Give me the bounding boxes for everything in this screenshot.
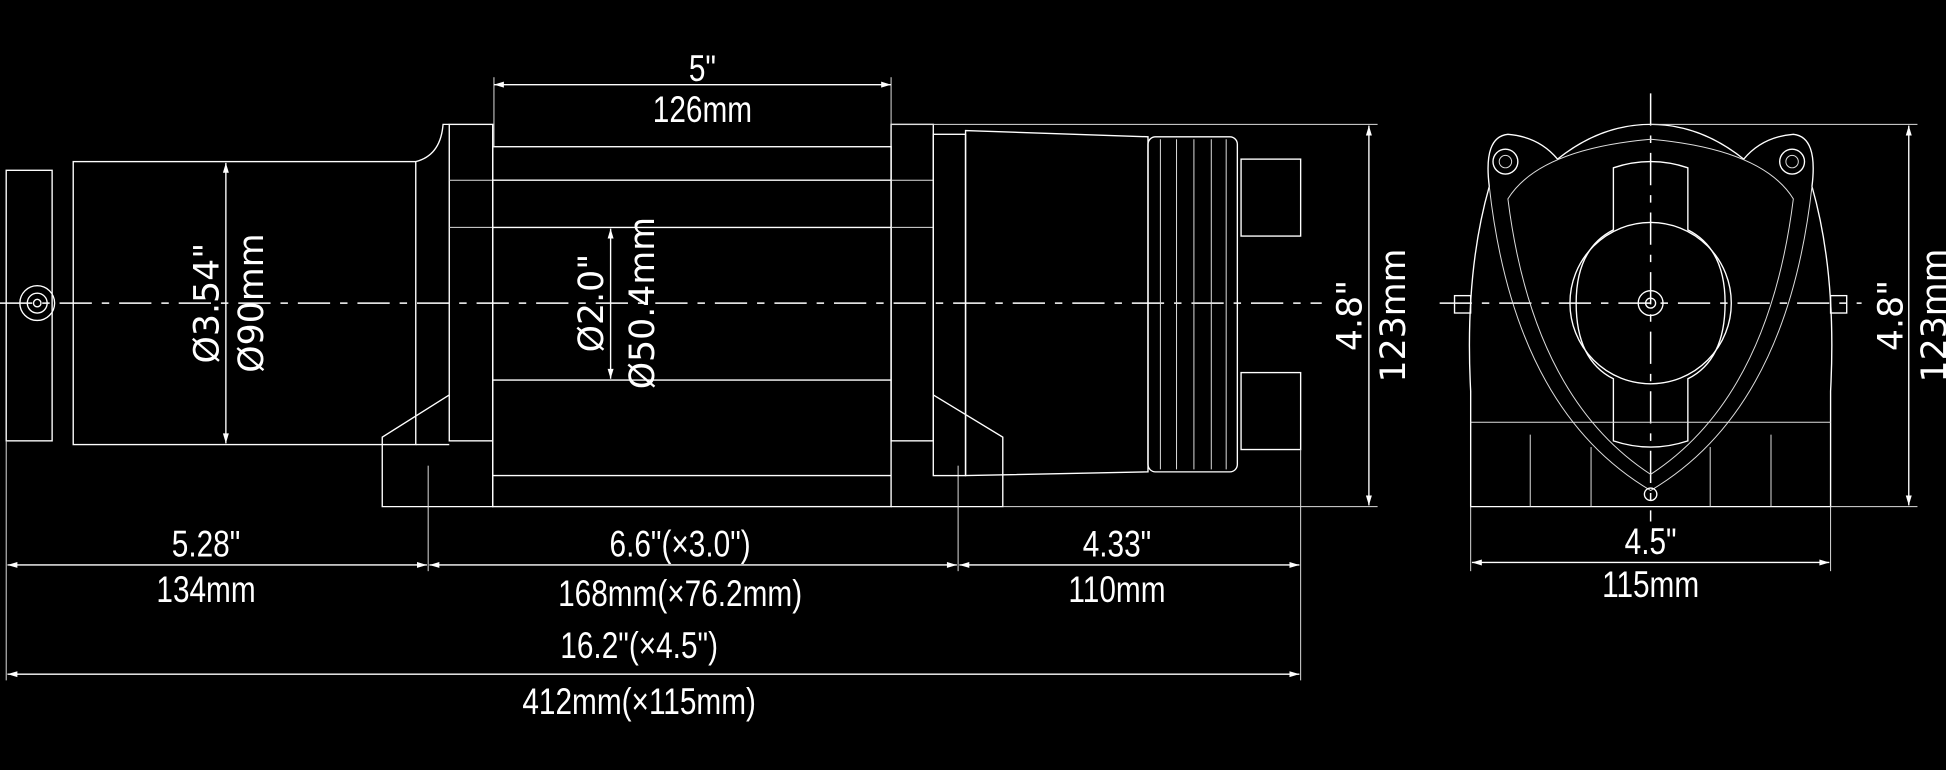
end-height-mm: 123mm <box>1915 248 1946 382</box>
gearbox-length-mm: 110mm <box>1068 569 1165 611</box>
mount-ear-right <box>1779 148 1806 175</box>
motor-length-inch: 5.28" <box>172 523 241 565</box>
right-bracket <box>890 123 934 442</box>
end-width-inch: 4.5" <box>1625 521 1677 563</box>
gearbox-length-inch: 4.33" <box>1083 523 1152 565</box>
clutch-knob-top <box>1240 158 1302 237</box>
end-height-inch: 4.8" <box>1872 280 1912 351</box>
gearbox <box>964 129 1149 477</box>
end-view: 4.5" 115mm 4.8" 123mm <box>1439 93 1946 606</box>
side-view: 5" 126mm Ø3.54" Ø90mm Ø2.0" Ø50.4mm 4.8"… <box>0 48 1414 723</box>
mount-span-mm: 168mm(×76.2mm) <box>558 573 802 615</box>
drum-diameter-inch: Ø2.0" <box>572 254 612 353</box>
drum-diameter-mm: Ø50.4mm <box>623 217 663 389</box>
motor-diameter-mm: Ø90mm <box>232 233 272 372</box>
height-inch: 4.8" <box>1330 280 1370 351</box>
drum-length-inch: 5" <box>689 48 716 90</box>
motor-diameter-inch: Ø3.54" <box>187 243 227 364</box>
clutch-knob-bottom <box>1240 371 1302 451</box>
left-foot <box>381 394 494 508</box>
right-foot <box>891 394 1004 508</box>
end-cap <box>5 169 53 442</box>
mount-ear-left <box>1492 148 1519 175</box>
drum-length-mm: 126mm <box>653 89 752 131</box>
drum-hub <box>1569 221 1732 385</box>
motor <box>72 160 417 446</box>
mount-span-inch: 6.6"(×3.0") <box>610 523 751 565</box>
left-bracket <box>448 123 494 442</box>
end-width-mm: 115mm <box>1602 564 1699 606</box>
clutch-ring <box>1147 136 1239 473</box>
clutch-handle <box>1575 161 1726 448</box>
height-mm: 123mm <box>1374 248 1414 382</box>
overall-length-inch: 16.2"(×4.5") <box>560 625 718 667</box>
motor-length-mm: 134mm <box>156 569 255 611</box>
drum <box>492 146 892 508</box>
overall-length-mm: 412mm(×115mm) <box>522 681 756 723</box>
